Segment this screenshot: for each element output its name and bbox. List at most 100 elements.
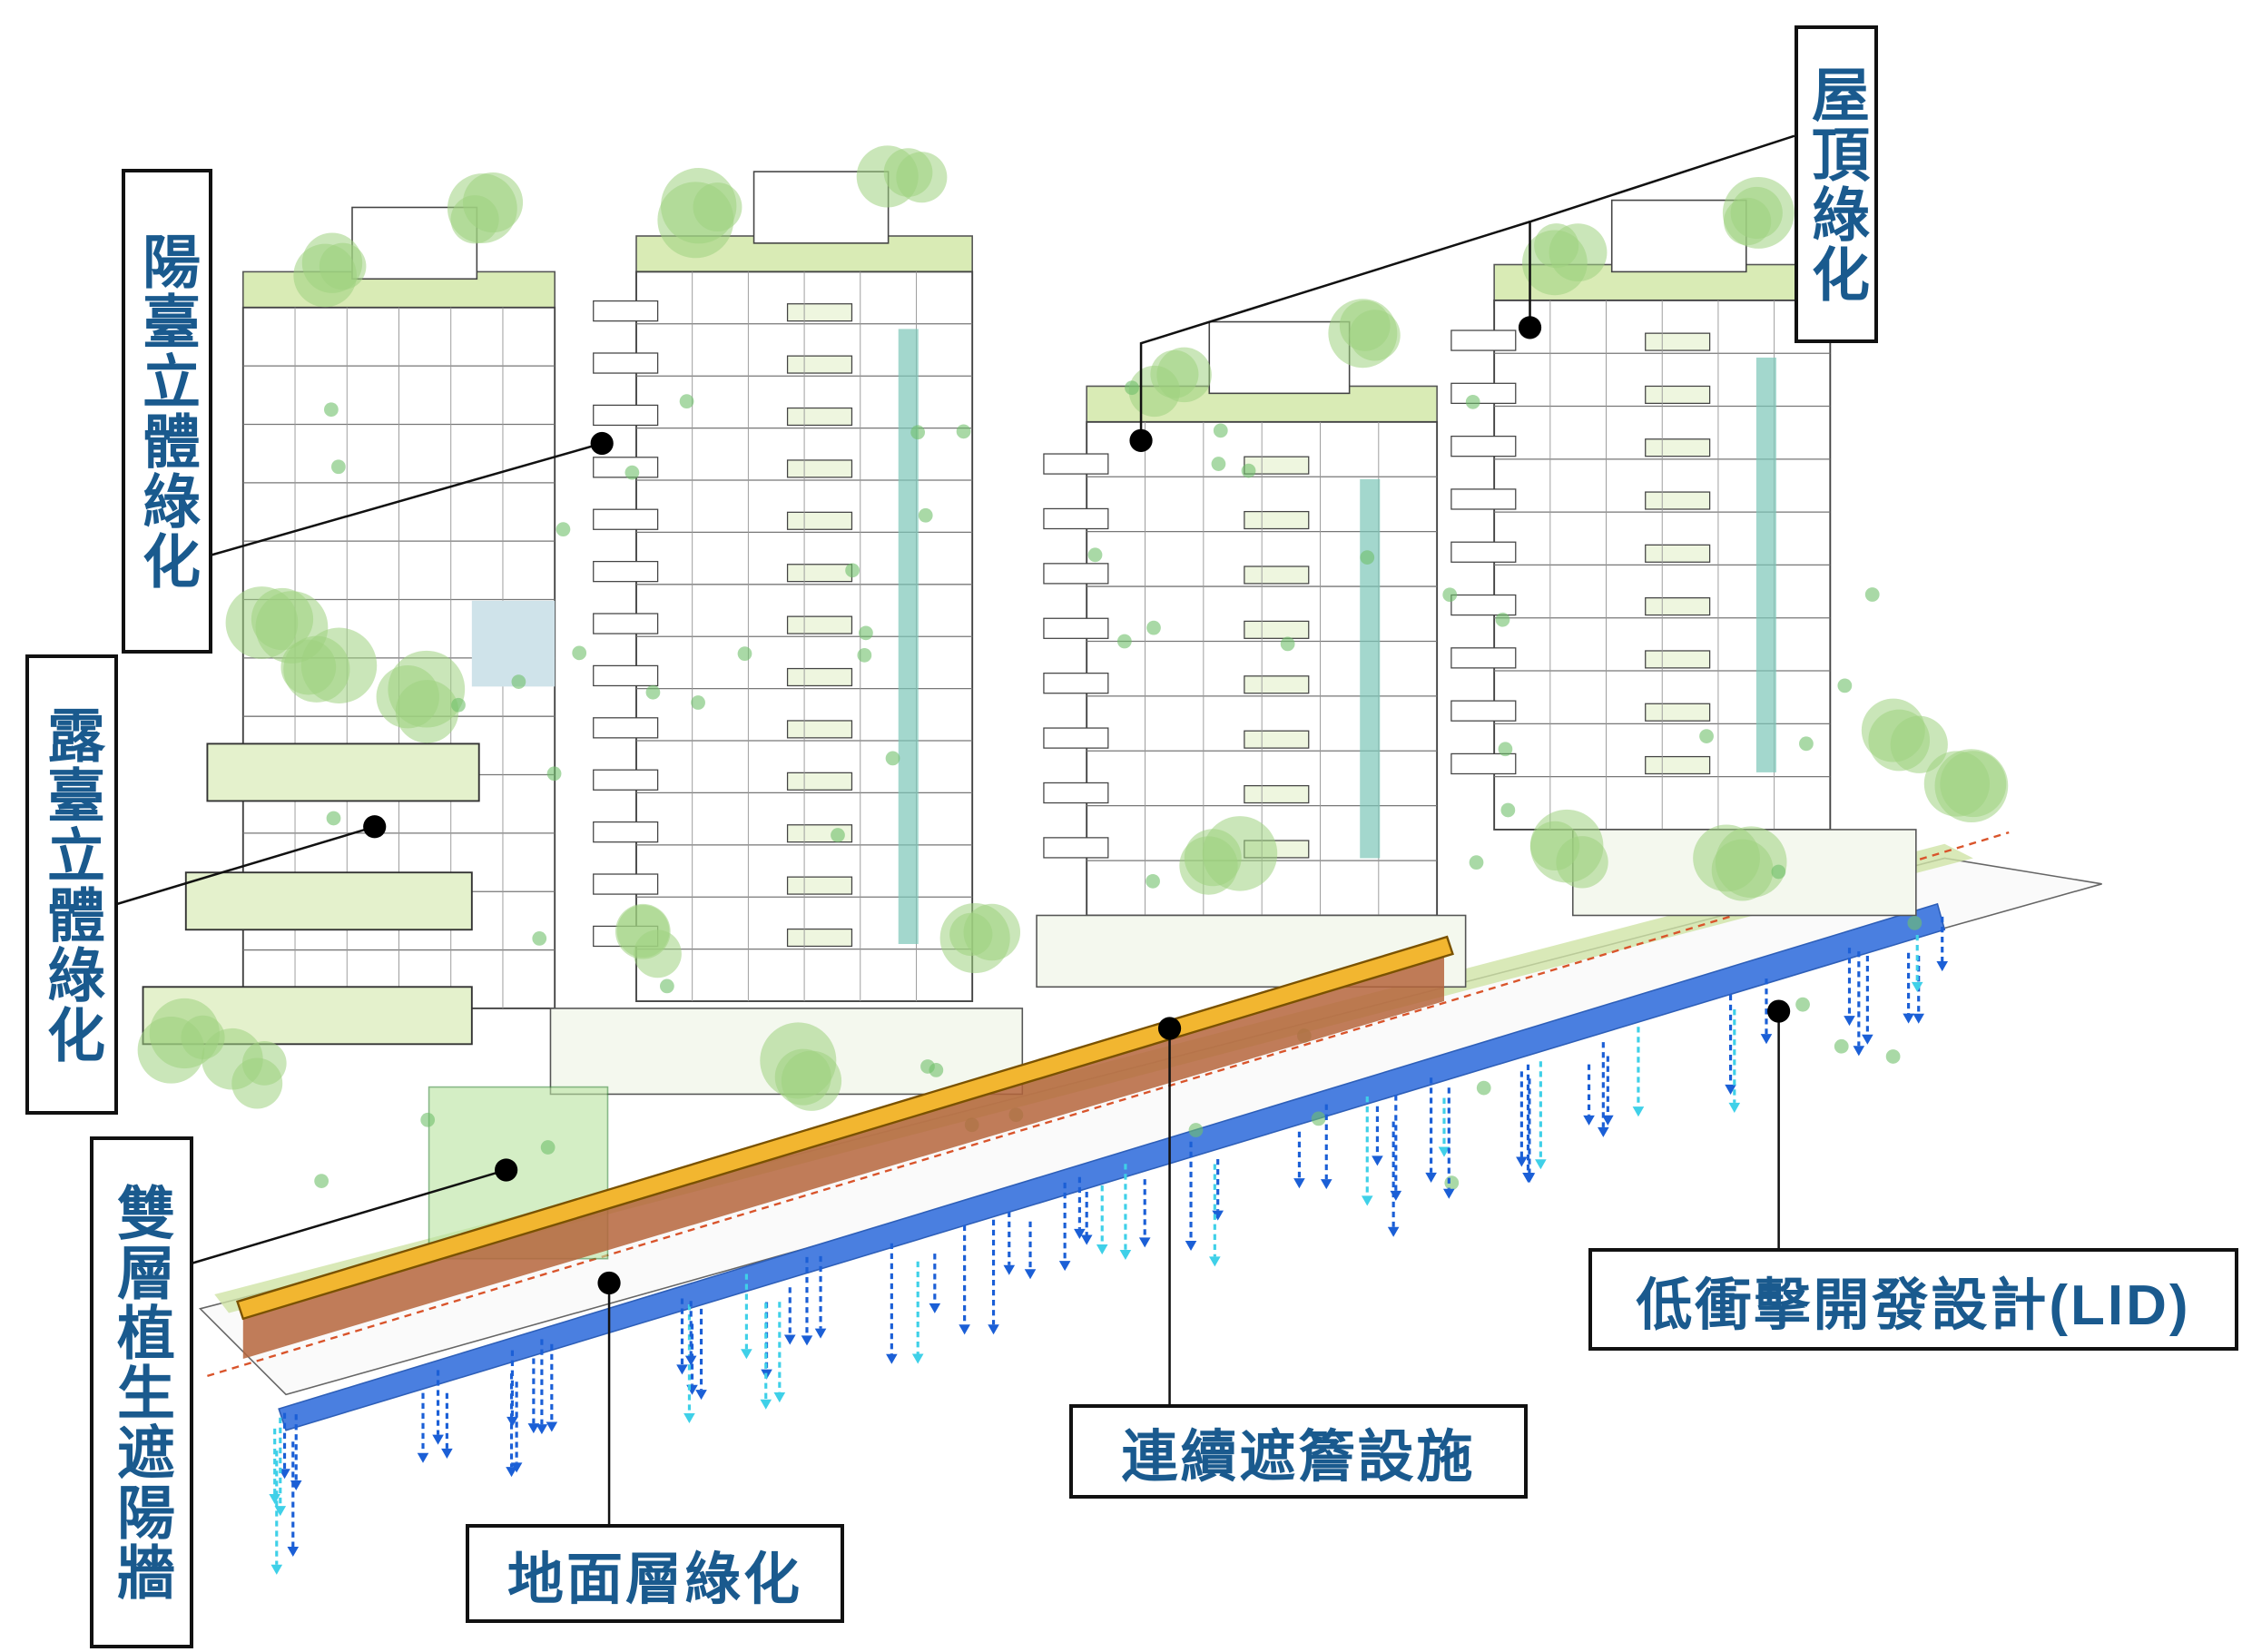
tree-canopy xyxy=(450,195,499,244)
balcony xyxy=(786,511,853,530)
arrow-head xyxy=(1728,1102,1741,1113)
tree-canopy xyxy=(1715,826,1787,899)
label-continuous-canopy: 連續遮簷設施 xyxy=(1069,1404,1528,1499)
balcony xyxy=(1645,703,1711,722)
balcony xyxy=(1043,563,1109,585)
green-wall xyxy=(898,329,919,944)
planter-shrub xyxy=(885,751,900,766)
planter-shrub xyxy=(1442,587,1458,603)
arrow-head xyxy=(1138,1237,1151,1248)
arrow-head xyxy=(1602,1115,1614,1126)
arrow-head xyxy=(527,1423,540,1434)
planter-shrub xyxy=(546,766,562,782)
arrow-head xyxy=(929,1303,941,1313)
planter-shrub xyxy=(1476,1080,1491,1096)
arrow-head xyxy=(1361,1195,1373,1206)
arrow-head xyxy=(1212,1210,1224,1221)
planter-shrub xyxy=(920,1059,935,1074)
terrace xyxy=(206,742,480,802)
planter-shrub xyxy=(420,1112,436,1127)
planter-shrub xyxy=(1360,550,1375,565)
balcony xyxy=(1645,597,1711,616)
arrow-head xyxy=(988,1324,999,1335)
balcony xyxy=(1043,507,1109,530)
tree-canopy xyxy=(1934,749,2009,823)
planter-shrub xyxy=(679,394,694,409)
tree-canopy xyxy=(1890,715,1948,773)
arrow-head xyxy=(1438,1146,1450,1157)
planter-shrub xyxy=(691,695,705,710)
arrow-head xyxy=(695,1390,707,1401)
balcony xyxy=(1244,620,1310,639)
planter-shrub xyxy=(1213,423,1228,438)
planter-shrub xyxy=(1771,864,1786,880)
arrow-head xyxy=(506,1467,517,1478)
balcony xyxy=(593,300,659,322)
terrace xyxy=(184,871,473,931)
planter-shrub xyxy=(1146,620,1161,635)
balcony xyxy=(593,404,659,427)
balcony xyxy=(786,928,853,948)
planter-shrub xyxy=(324,402,339,418)
planter-shrub xyxy=(1146,873,1160,889)
arrow-head xyxy=(1760,1034,1773,1045)
rain-infiltration-arrows xyxy=(269,916,1949,1575)
planter-shrub xyxy=(1311,1111,1326,1126)
planter-shrub xyxy=(737,646,752,662)
balcony xyxy=(786,355,853,374)
arrow-head xyxy=(684,1355,697,1366)
planter-shrub xyxy=(1087,547,1103,563)
balcony xyxy=(1450,435,1517,457)
balcony xyxy=(593,769,659,791)
planter-shrub xyxy=(532,931,547,946)
arrow-head xyxy=(1598,1126,1609,1137)
glass-panel xyxy=(471,600,556,687)
arrow-head xyxy=(1425,1172,1437,1183)
balcony xyxy=(1450,488,1517,510)
tree-canopy xyxy=(1724,197,1772,246)
planter-shrub xyxy=(556,522,571,537)
green-wall xyxy=(1755,357,1776,772)
arrow-head xyxy=(814,1328,827,1339)
planter-shrub xyxy=(1125,380,1139,396)
arrow-head xyxy=(1535,1159,1547,1170)
balcony xyxy=(786,564,853,583)
planter-shrub xyxy=(918,507,933,523)
tree-canopy xyxy=(395,680,459,743)
balcony xyxy=(1043,453,1109,475)
arrow-head xyxy=(290,1480,302,1491)
planter-shrub xyxy=(1188,1123,1204,1137)
arrow-head xyxy=(911,1353,924,1364)
arrow-head xyxy=(536,1424,548,1435)
tree-canopy xyxy=(293,243,357,308)
balcony xyxy=(786,303,853,322)
arrow-head xyxy=(279,1469,290,1480)
balcony xyxy=(1645,438,1711,457)
arrow-head xyxy=(506,1416,518,1427)
planter-shrub xyxy=(1834,1038,1849,1054)
arrow-head xyxy=(270,1564,283,1575)
arrow-head xyxy=(1390,1190,1402,1201)
balcony xyxy=(593,821,659,843)
label-balcony-greening: 陽臺立體綠化 xyxy=(122,169,212,654)
balcony xyxy=(786,459,853,478)
label-terrace-greening: 露臺立體綠化 xyxy=(25,654,118,1115)
balcony xyxy=(593,613,659,634)
planter-shrub xyxy=(1495,612,1510,627)
arrow-head xyxy=(760,1399,772,1410)
arrow-head xyxy=(1632,1106,1645,1117)
arrow-head xyxy=(1074,1228,1086,1239)
planter-shrub xyxy=(1837,678,1853,693)
arrow-head xyxy=(1293,1178,1305,1189)
planter-shrub xyxy=(1885,1049,1901,1064)
planter-shrub xyxy=(956,424,971,439)
planter-shrub xyxy=(1116,634,1132,649)
tree-canopy xyxy=(300,627,378,703)
balcony xyxy=(1645,650,1711,669)
arrow-head xyxy=(510,1462,523,1473)
planter-shrub xyxy=(1498,742,1513,757)
planter-shrub xyxy=(910,425,926,440)
balcony xyxy=(786,667,853,687)
arrow-head xyxy=(1320,1179,1332,1190)
